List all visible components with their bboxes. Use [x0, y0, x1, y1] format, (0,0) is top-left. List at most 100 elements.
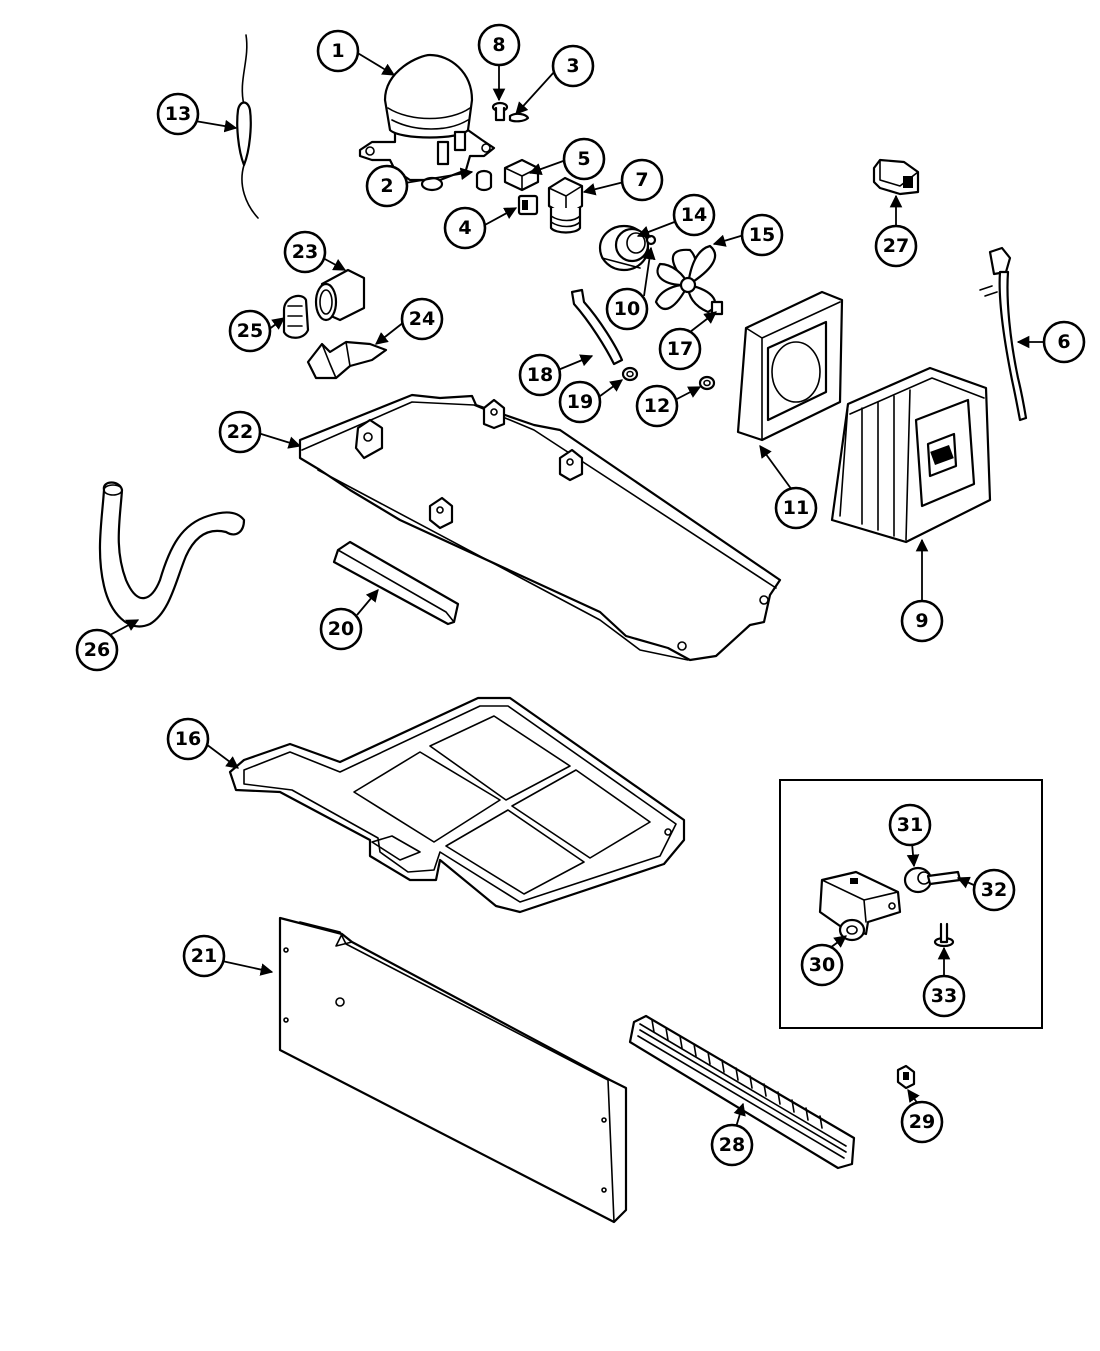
callout-24: 24: [400, 297, 444, 341]
roller-assembly-part: [818, 870, 902, 942]
relay-part: [517, 194, 539, 216]
capacitor-bracket-part: [306, 340, 388, 380]
svg-text:4: 4: [458, 217, 471, 239]
svg-text:28: 28: [719, 1134, 745, 1156]
svg-text:33: 33: [931, 985, 957, 1007]
callout-19: 19: [558, 380, 602, 424]
drain-pan-part: [228, 696, 686, 914]
svg-text:5: 5: [577, 148, 590, 170]
svg-text:14: 14: [681, 204, 707, 226]
svg-text:16: 16: [175, 728, 201, 750]
svg-text:30: 30: [809, 954, 835, 976]
dryer-tube-part: [236, 34, 259, 219]
capacitor-cover-part: [282, 294, 310, 339]
callout-17: 17: [658, 327, 702, 371]
callout-23: 23: [283, 230, 327, 274]
svg-text:32: 32: [981, 879, 1007, 901]
svg-text:19: 19: [567, 391, 593, 413]
callout-10: 10: [605, 287, 649, 331]
callout-32: 32: [972, 868, 1016, 912]
svg-text:18: 18: [527, 364, 553, 386]
svg-text:23: 23: [292, 241, 318, 263]
fan-clip-part: [645, 234, 657, 246]
svg-text:27: 27: [883, 235, 909, 257]
callout-16: 16: [166, 717, 210, 761]
svg-text:7: 7: [635, 169, 648, 191]
svg-text:15: 15: [749, 224, 775, 246]
callout-13: 13: [156, 92, 200, 136]
callout-1: 1: [316, 29, 360, 73]
svg-text:31: 31: [897, 814, 923, 836]
svg-text:11: 11: [783, 497, 809, 519]
base-plate-part: [298, 393, 782, 662]
callout-11: 11: [774, 486, 818, 530]
svg-text:6: 6: [1057, 331, 1070, 353]
callout-28: 28: [710, 1123, 754, 1167]
svg-text:20: 20: [328, 618, 354, 640]
inset-box: [779, 779, 1043, 1029]
svg-text:10: 10: [614, 298, 640, 320]
svg-text:29: 29: [909, 1111, 935, 1133]
callout-26: 26: [75, 628, 119, 672]
callout-3: 3: [551, 44, 595, 88]
svg-text:17: 17: [667, 338, 693, 360]
overload-cover-part: [503, 158, 540, 192]
callout-33: 33: [922, 974, 966, 1018]
svg-text:21: 21: [191, 945, 217, 967]
callout-27: 27: [874, 224, 918, 268]
svg-text:22: 22: [227, 421, 253, 443]
svg-text:26: 26: [84, 639, 110, 661]
grommet-part: [475, 169, 493, 192]
roller-part: [903, 866, 933, 894]
start-relay-part: [547, 176, 584, 234]
bolt-part: [491, 101, 509, 122]
front-panel-part: [278, 916, 628, 1224]
small-clip-part: [896, 1064, 916, 1090]
fan-bracket-part: [710, 300, 724, 316]
callout-8: 8: [477, 23, 521, 67]
power-cord-part: [979, 246, 1028, 422]
svg-text:13: 13: [165, 103, 191, 125]
connector-part: [872, 158, 920, 196]
channel-part: [332, 540, 460, 626]
clip-part: [508, 112, 530, 123]
leveling-screw-part: [933, 922, 955, 948]
callout-31: 31: [888, 803, 932, 847]
callout-18: 18: [518, 353, 562, 397]
callout-12: 12: [635, 384, 679, 428]
svg-text:9: 9: [915, 610, 928, 632]
fan-blade-part: [654, 244, 717, 314]
capacitor-part: [314, 268, 366, 322]
nut-part: [698, 375, 716, 391]
fan-motor-part: [598, 224, 650, 272]
svg-text:1: 1: [331, 40, 344, 62]
shroud-bracket-part: [570, 288, 624, 366]
callout-5: 5: [562, 137, 606, 181]
callout-9: 9: [900, 599, 944, 643]
svg-text:12: 12: [644, 395, 670, 417]
cover-frame-part: [830, 366, 992, 544]
fan-shroud-part: [736, 290, 844, 442]
svg-text:2: 2: [380, 175, 393, 197]
callout-14: 14: [672, 193, 716, 237]
callout-4: 4: [443, 206, 487, 250]
svg-text:24: 24: [409, 308, 435, 330]
leader-lines: [107, 51, 1046, 1128]
callout-29: 29: [900, 1100, 944, 1144]
svg-text:8: 8: [492, 34, 505, 56]
callout-30: 30: [800, 943, 844, 987]
callout-22: 22: [218, 410, 262, 454]
callout-21: 21: [182, 934, 226, 978]
callout-20: 20: [319, 607, 363, 651]
svg-text:25: 25: [237, 320, 263, 342]
callout-2: 2: [365, 164, 409, 208]
drain-hose-part: [98, 481, 246, 628]
callout-6: 6: [1042, 320, 1086, 364]
callout-25: 25: [228, 309, 272, 353]
callout-7: 7: [620, 158, 664, 202]
mount-grommet-part: [621, 366, 639, 382]
grille-part: [628, 1014, 856, 1170]
axle-pin-part: [926, 870, 962, 886]
callout-15: 15: [740, 213, 784, 257]
